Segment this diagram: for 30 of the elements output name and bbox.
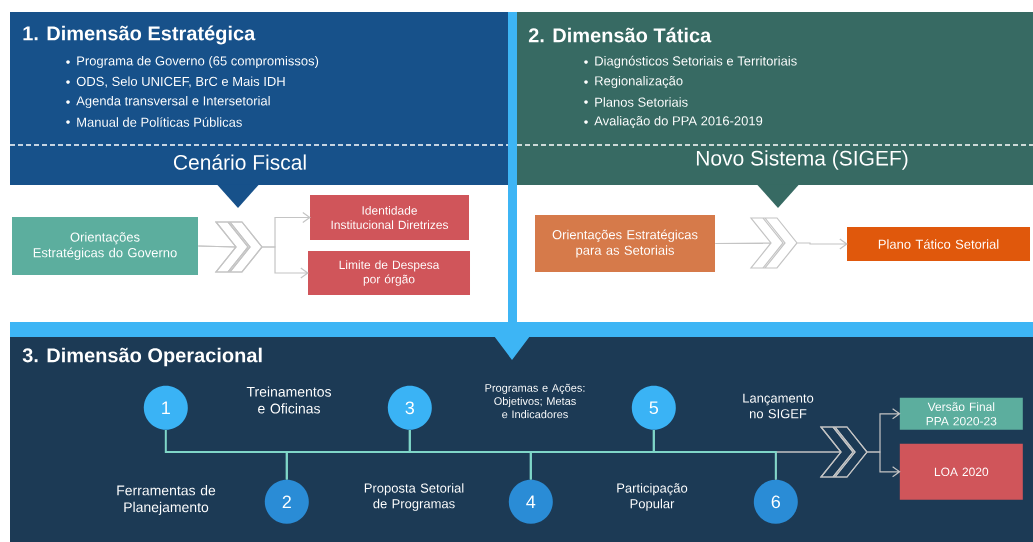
panel-title: 3. Dimensão Operacional: [22, 347, 262, 367]
step-label: Participação Popular: [617, 483, 688, 511]
chevron-arrow: [714, 217, 848, 269]
panel-title: 2. Dimensão Tática: [528, 27, 712, 43]
bullet-item: Manual de Políticas Públicas: [66, 117, 242, 127]
bullet-item: Planos Setoriais: [584, 97, 688, 107]
process-box: Plano Tático Setorial: [847, 227, 1030, 261]
process-box: Limite de Despesa por órgão: [308, 251, 470, 295]
bullet-item: Diagnósticos Setoriais e Territoriais: [584, 55, 797, 69]
process-box: Identidade Institucional Diretrizes: [310, 195, 469, 240]
timeline-segment: [652, 429, 777, 481]
band-heading: Novo Sistema (SIGEF): [696, 150, 908, 170]
bullet-item: Agenda transversal e Intersetorial: [66, 95, 270, 109]
band-heading: Cenário Fiscal: [173, 154, 306, 170]
bullet-item: Avaliação do PPA 2016-2019: [584, 115, 763, 129]
bullet-item: ODS, Selo UNICEF, BrC e Mais IDH: [66, 76, 285, 88]
panel-title: 1. Dimensão Estratégica: [23, 25, 256, 45]
step-label: Lançamento no SIGEF: [743, 393, 814, 419]
step-label: Proposta Setorial de Programas: [364, 483, 464, 511]
bullet-item: Programa de Governo (65 compromissos): [66, 55, 319, 69]
step-label: Ferramentas de Planejamento: [117, 485, 216, 515]
bullet-item: Regionalização: [584, 75, 683, 89]
chevron-arrow: [197, 221, 309, 279]
chevron-arrow: [775, 426, 901, 481]
process-box: Versão Final PPA 2020-23: [899, 397, 1023, 430]
process-box: LOA 2020: [899, 443, 1023, 500]
process-box: Orientações Estratégicas do Governo: [12, 217, 198, 275]
step-label: Treinamentos e Oficinas: [246, 386, 332, 414]
step-label: Programas e Ações: Objetivos; Metas e Indicadores: [485, 383, 585, 419]
process-box: Orientações Estratégicas para as Setoriais: [535, 215, 715, 272]
